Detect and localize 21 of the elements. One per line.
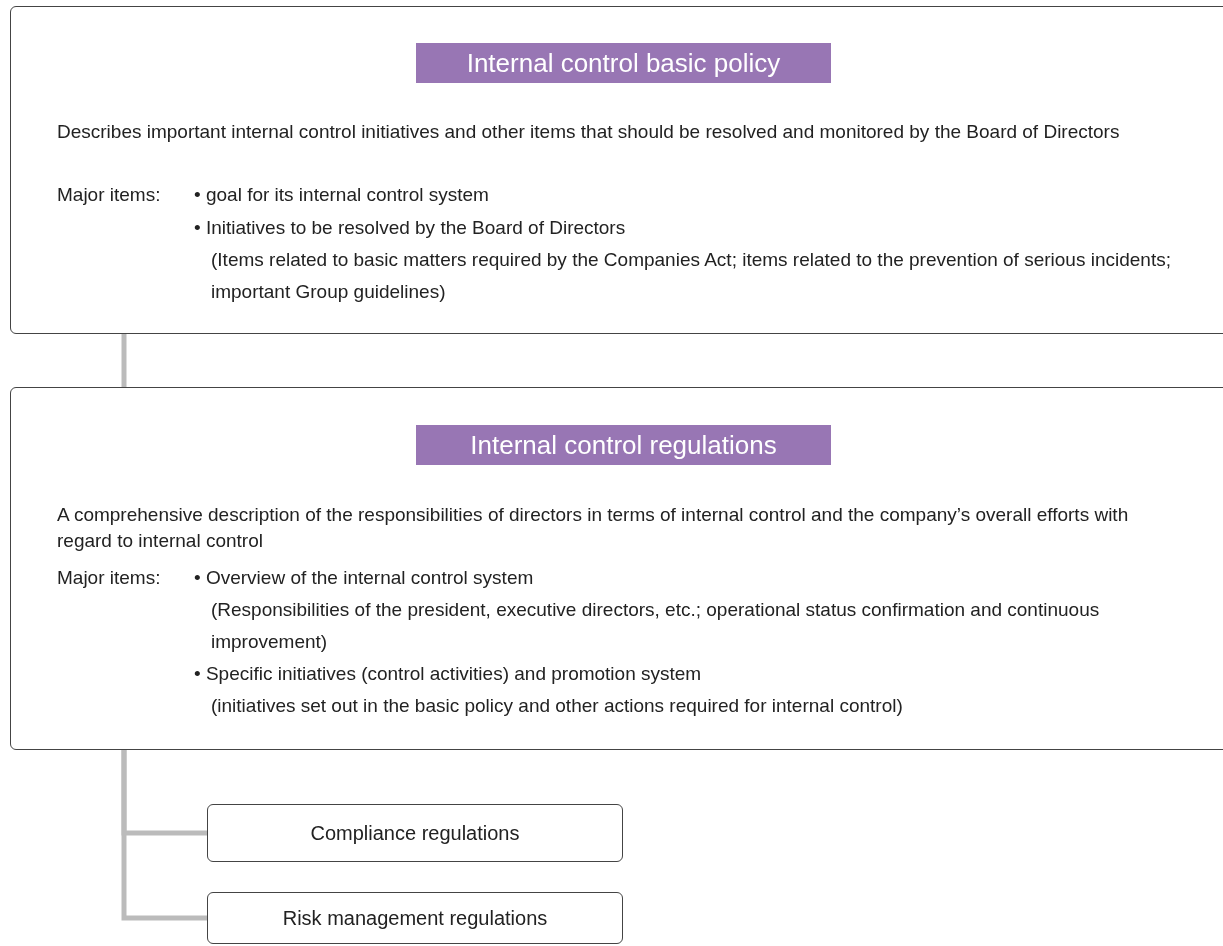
- note-text: (Responsibilities of the president, executive directors, etc.; operational status confirmation and continuous improvement): [211, 598, 1101, 654]
- body-text: • goal for its internal control system: [194, 183, 490, 207]
- body-text: • Specific initiatives (control activities) and promotion system: [194, 662, 703, 686]
- policy-panel: [10, 6, 1223, 334]
- policy-panel: [10, 387, 1223, 750]
- box-label: Compliance regulations: [309, 821, 521, 846]
- note-text: (initiatives set out in the basic policy and other actions required for internal control): [211, 694, 904, 718]
- process-box: [207, 804, 623, 862]
- connector-line: [121, 334, 127, 387]
- process-box: [207, 892, 623, 944]
- section-heading: Internal control basic policy: [416, 43, 831, 83]
- field-label: Major items:: [57, 566, 162, 590]
- body-text: • Overview of the internal control system: [194, 566, 535, 590]
- body-text: Describes important internal control initiatives and other items that should be resolved and monitored by the Board of Directors: [57, 120, 1121, 144]
- section-heading: Internal control regulations: [416, 425, 831, 465]
- body-text: • Initiatives to be resolved by the Board of Directors: [194, 216, 627, 240]
- body-text: A comprehensive description of the responsibilities of directors in terms of internal control and the company’s overall efforts with regard to internal control: [57, 503, 1130, 553]
- connector-line: [121, 750, 207, 921]
- field-label: Major items:: [57, 183, 162, 207]
- box-label: Risk management regulations: [281, 906, 549, 931]
- note-text: (Items related to basic matters required by the Companies Act; items related to the prevention of serious incidents; important Group guidelines): [211, 248, 1172, 304]
